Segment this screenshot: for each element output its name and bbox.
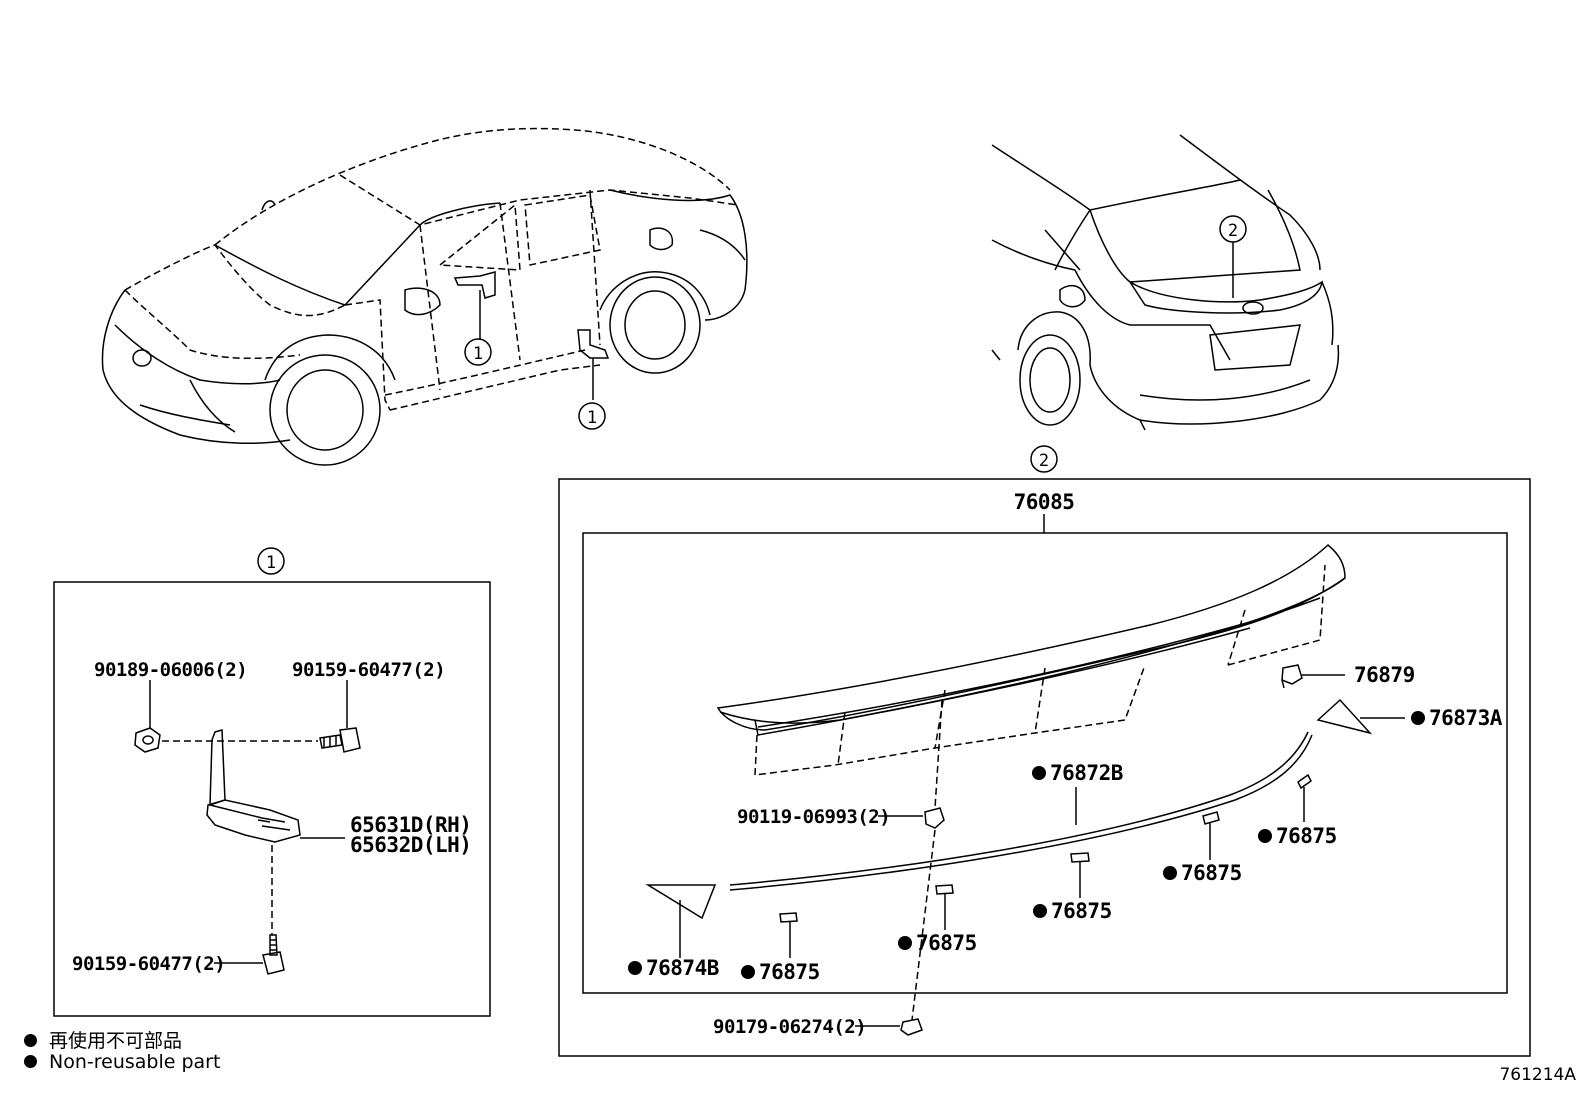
non-reusable-mark-76873A <box>1411 711 1425 725</box>
bullet-icon <box>24 1055 37 1068</box>
label-76875-2: 76875 <box>916 931 977 955</box>
label-90189-06006: 90189-06006(2) <box>94 659 247 681</box>
label-76875-1: 76875 <box>759 960 820 984</box>
label-76085: 76085 <box>1014 490 1075 514</box>
svg-text:1: 1 <box>266 553 276 573</box>
tape-76875-5: 76875 <box>1258 773 1337 848</box>
bullet-icon <box>24 1034 37 1047</box>
triangle-76873A-drawing <box>1316 698 1373 735</box>
label-76874B: 76874B <box>646 956 719 980</box>
strip-76872B-drawing <box>729 731 1309 886</box>
callout-two-box-header: 2 <box>1030 445 1058 473</box>
label-90159-60477-bottom: 90159-60477(2) <box>72 953 225 975</box>
legend-japanese: 再使用不可部品 <box>24 1026 182 1053</box>
box-one-frame <box>53 581 491 1017</box>
non-reusable-mark-76872B <box>1032 766 1046 780</box>
svg-text:1: 1 <box>587 408 597 428</box>
mudflap-drawing <box>206 729 301 843</box>
clip-90119-drawing <box>924 807 945 829</box>
tape-76875-1: 76875 <box>741 912 820 984</box>
illustration-code: 761214A <box>1499 1065 1576 1085</box>
callout-one-b: 1 <box>578 402 606 430</box>
label-90179-06274: 90179-06274(2) <box>713 1016 866 1038</box>
clip-76879-drawing <box>1281 664 1303 689</box>
nut-90189-drawing <box>134 727 161 753</box>
spoiler-drawing <box>716 544 1346 776</box>
callout-one-box-header: 1 <box>257 547 285 575</box>
strip-76872B-edge <box>729 734 1313 891</box>
label-90159-60477-top: 90159-60477(2) <box>292 659 445 681</box>
tape-76875-3: 76875 <box>1033 852 1112 923</box>
label-76879: 76879 <box>1354 663 1415 687</box>
callout-one-a: 1 <box>464 338 492 366</box>
dashed-guide-lower <box>911 829 936 1021</box>
legend-japanese-text: 再使用不可部品 <box>49 1030 183 1052</box>
label-76875-5: 76875 <box>1276 824 1337 848</box>
bolt-90159-top-drawing <box>319 727 361 753</box>
svg-text:2: 2 <box>1039 451 1049 471</box>
box-two-outer-frame <box>558 478 1531 1057</box>
label-76875-3: 76875 <box>1051 899 1112 923</box>
legend-english-text: Non-reusable part <box>49 1051 221 1073</box>
label-76875-4: 76875 <box>1181 861 1242 885</box>
tape-76875-2: 76875 <box>898 884 977 955</box>
car-front-view <box>101 127 748 466</box>
callout-two-rear: 2 <box>1219 215 1247 243</box>
svg-text:1: 1 <box>473 344 483 364</box>
bolt-90159-bottom-drawing <box>262 934 285 975</box>
car-rear-view <box>991 134 1340 431</box>
svg-text:2: 2 <box>1228 221 1238 241</box>
label-76873A: 76873A <box>1429 706 1503 730</box>
non-reusable-mark-76874B <box>628 961 642 975</box>
label-90119-06993: 90119-06993(2) <box>737 806 890 828</box>
triangle-76874B-drawing <box>645 884 717 920</box>
label-76872B: 76872B <box>1050 761 1123 785</box>
label-65631D-RH: 65631D(RH) <box>350 813 471 837</box>
legend-english: Non-reusable part <box>24 1051 220 1073</box>
box-two-inner-frame <box>582 532 1508 994</box>
nut-90179-drawing <box>900 1018 923 1036</box>
label-65632D-LH: 65632D(LH) <box>350 833 471 857</box>
tape-76875-4: 76875 <box>1163 811 1242 885</box>
dashed-guide-upper <box>934 699 943 809</box>
